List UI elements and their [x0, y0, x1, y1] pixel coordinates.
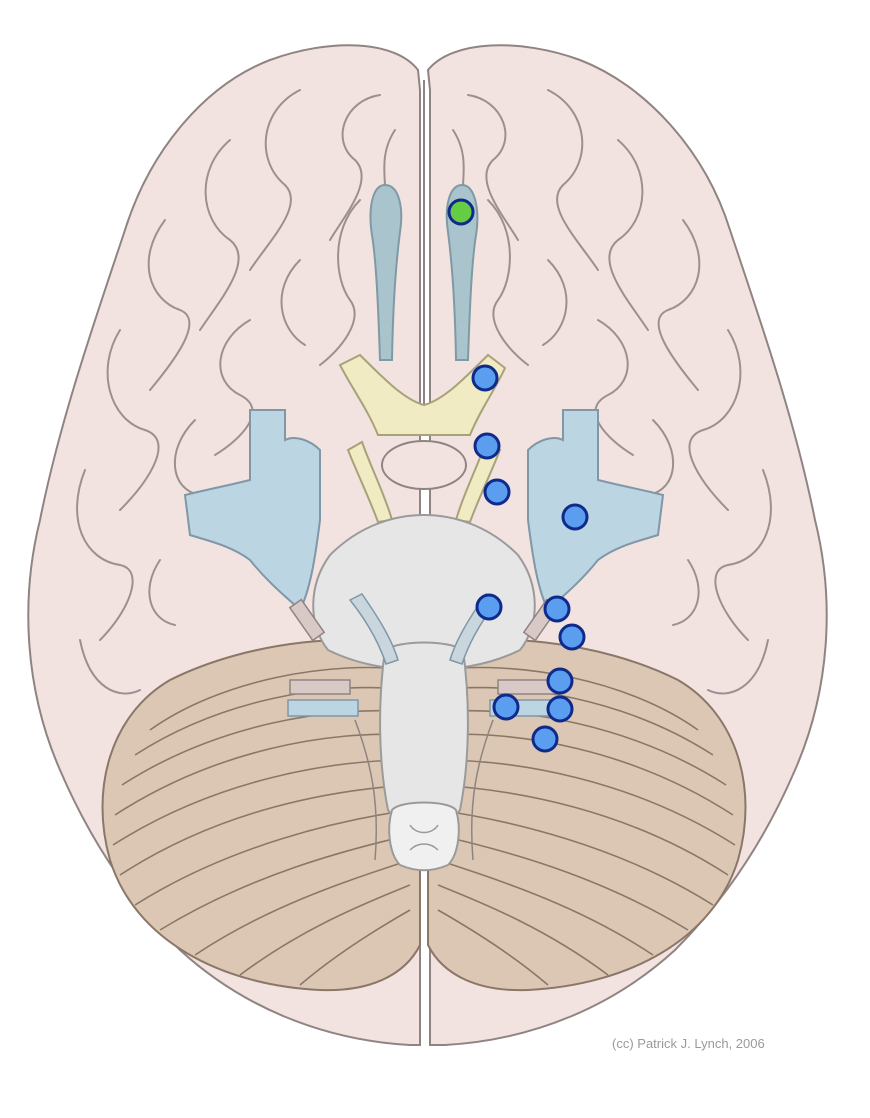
- vessels: [183, 409, 665, 612]
- optic-system: [338, 353, 507, 524]
- marker-olfactory-bulb[interactable]: [447, 198, 475, 226]
- medulla: [379, 641, 469, 826]
- credit-text: (cc) Patrick J. Lynch, 2006: [612, 1036, 765, 1051]
- marker-glossopharyngeal[interactable]: [531, 725, 559, 753]
- cerebellum-left: [101, 639, 421, 992]
- gyri-right: [452, 89, 772, 695]
- spinal-cord-section: [388, 801, 460, 872]
- marker-optic-tract[interactable]: [483, 478, 511, 506]
- cerebellum: [101, 639, 747, 992]
- vessel-right: [527, 409, 665, 612]
- cerebellum-right: [427, 639, 747, 992]
- olfactory-tracts: [369, 183, 479, 361]
- olfactory-right: [445, 183, 479, 361]
- olfactory-left: [369, 183, 403, 361]
- marker-facial[interactable]: [546, 667, 574, 695]
- brainstem: [287, 513, 561, 872]
- pons: [312, 513, 536, 672]
- optic-chiasm: [338, 353, 507, 436]
- marker-oculomotor[interactable]: [475, 593, 503, 621]
- pituitary-stalk: [381, 440, 467, 490]
- marker-vestibulocochlear[interactable]: [492, 693, 520, 721]
- marker-abducens[interactable]: [546, 695, 574, 723]
- marker-optic-nerve[interactable]: [471, 364, 499, 392]
- marker-trigeminal[interactable]: [558, 623, 586, 651]
- markers[interactable]: [447, 198, 589, 753]
- marker-trochlear[interactable]: [543, 595, 571, 623]
- marker-optic-chiasm[interactable]: [473, 432, 501, 460]
- cerebellar-folia: [112, 666, 736, 986]
- marker-temporal-lobe[interactable]: [561, 503, 589, 531]
- gyri-left: [76, 89, 396, 695]
- vertebral-artery-left: [348, 593, 399, 665]
- vessel-left: [183, 409, 321, 612]
